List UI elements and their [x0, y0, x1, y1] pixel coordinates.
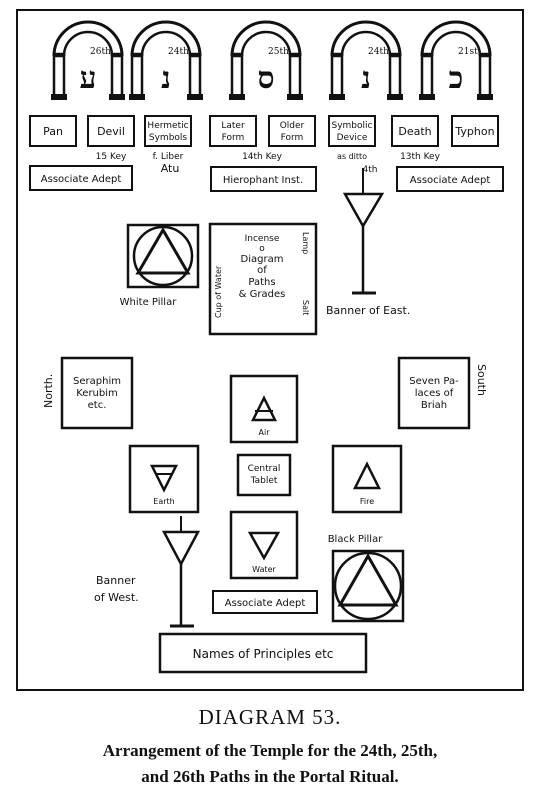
diagram-title: DIAGRAM 53.: [198, 705, 342, 729]
svg-text:Paths: Paths: [248, 277, 275, 288]
arch-5: 21st כ: [417, 20, 495, 102]
banner-of-west-label-1: Banner: [96, 574, 136, 587]
box-symbolic-device: Symbolic Device: [328, 115, 376, 147]
element-fire: Fire: [331, 444, 403, 514]
svg-text:& Grades: & Grades: [239, 289, 286, 300]
svg-text:Typhon: Typhon: [454, 125, 494, 138]
box-associate-adept-left: Associate Adept: [29, 165, 133, 191]
arch-2-number: 24th: [168, 47, 189, 57]
black-pillar: Black Pillar: [328, 534, 405, 623]
arch-2: 24th נ: [127, 20, 205, 102]
banner-of-west-label-2: of West.: [94, 591, 139, 604]
altar-diagram-box: Incense o Diagram of Paths & Grades Cup …: [208, 222, 318, 336]
svg-text:etc.: etc.: [88, 400, 107, 411]
svg-text:Names of Principles etc: Names of Principles etc: [193, 647, 334, 661]
altar-side-right-bottom: Salt: [301, 300, 310, 315]
svg-text:Incense: Incense: [245, 234, 280, 244]
white-pillar-label: White Pillar: [120, 297, 178, 308]
arch-1-hebrew-letter: ע: [80, 61, 97, 96]
svg-text:Devil: Devil: [97, 125, 125, 138]
svg-text:Symbols: Symbols: [149, 133, 188, 143]
svg-text:Hierophant Inst.: Hierophant Inst.: [223, 175, 303, 186]
element-water: Water: [229, 510, 299, 580]
svg-text:Symbolic: Symbolic: [332, 121, 373, 131]
svg-text:Central: Central: [248, 464, 281, 474]
temple-diagram: 26th ע 24th נ 25th ס 24th נ 21st כ Pan D…: [16, 9, 524, 691]
svg-text:Associate Adept: Associate Adept: [410, 175, 491, 186]
svg-text:Diagram: Diagram: [241, 254, 284, 265]
note-15th-key: 15 Key: [96, 152, 127, 162]
svg-text:o: o: [259, 244, 265, 254]
note-symbol: as ditto: [337, 152, 367, 161]
svg-text:Older: Older: [280, 121, 305, 131]
banner-of-east-label: Banner of East.: [326, 304, 410, 317]
note-4th: 4th: [363, 165, 378, 175]
note-atu: Atu: [161, 162, 180, 175]
arch-5-number: 21st: [458, 47, 478, 57]
black-pillar-label: Black Pillar: [328, 534, 384, 545]
element-earth: Earth: [128, 444, 200, 514]
box-devil: Devil: [87, 115, 135, 147]
svg-text:Briah: Briah: [421, 400, 447, 411]
box-pan: Pan: [29, 115, 77, 147]
svg-text:of: of: [257, 265, 267, 276]
diagram-caption-line-2: and 26th Paths in the Portal Ritual.: [141, 767, 399, 786]
box-hierophant: Hierophant Inst.: [210, 166, 317, 192]
north-label: North.: [42, 374, 55, 408]
outer-frame: [16, 9, 524, 691]
box-seven-palaces: Seven Pa- laces of Briah: [397, 356, 471, 430]
box-older-form: Older Form: [268, 115, 316, 147]
box-typhon: Typhon: [451, 115, 499, 147]
note-liber: f. Liber: [153, 152, 184, 162]
svg-text:Associate Adept: Associate Adept: [41, 174, 122, 185]
svg-text:Seraphim: Seraphim: [73, 376, 121, 387]
svg-text:Tablet: Tablet: [250, 476, 278, 486]
svg-text:Water: Water: [252, 565, 276, 574]
svg-text:Kerubim: Kerubim: [76, 388, 118, 399]
svg-text:Form: Form: [222, 133, 245, 143]
svg-text:laces of: laces of: [415, 388, 454, 399]
svg-text:Earth: Earth: [153, 497, 174, 506]
svg-text:Device: Device: [337, 133, 368, 143]
south-label: South: [475, 364, 488, 396]
white-pillar: White Pillar: [120, 223, 200, 308]
box-associate-adept-bottom: Associate Adept: [212, 590, 318, 614]
diagram-caption-line-1: Arrangement of the Temple for the 24th, …: [102, 741, 438, 760]
note-13th-key: 13th Key: [400, 152, 441, 162]
svg-text:Seven Pa-: Seven Pa-: [409, 376, 459, 387]
arch-1-number: 26th: [90, 47, 111, 57]
svg-text:Later: Later: [221, 121, 245, 131]
arch-4: 24th נ: [327, 20, 405, 102]
box-death: Death: [391, 115, 439, 147]
arch-3-hebrew-letter: ס: [257, 61, 274, 96]
diagram-caption: Arrangement of the Temple for the 24th, …: [0, 738, 540, 790]
arch-3-number: 25th: [268, 47, 289, 57]
altar-side-right-top: Lamp: [301, 232, 310, 254]
arch-4-number: 24th: [368, 47, 389, 57]
banner-of-east: Banner of East.: [326, 168, 410, 317]
box-names-of-principles: Names of Principles etc: [158, 632, 368, 674]
box-seraphim: Seraphim Kerubim etc.: [60, 356, 134, 430]
svg-text:Air: Air: [259, 428, 271, 437]
element-air: Air: [229, 374, 299, 444]
banner-of-west: Banner of West.: [94, 516, 201, 628]
svg-text:Associate Adept: Associate Adept: [225, 598, 306, 609]
arch-5-hebrew-letter: כ: [449, 61, 464, 96]
svg-text:Fire: Fire: [360, 497, 374, 506]
altar-side-left: Cup of Water: [214, 265, 223, 318]
central-tablet: Central Tablet: [236, 453, 292, 497]
svg-text:Pan: Pan: [43, 125, 63, 138]
arch-3: 25th ס: [227, 20, 305, 102]
arch-1: 26th ע: [49, 20, 127, 102]
box-later-form: Later Form: [209, 115, 257, 147]
box-hermetic-symbols: Hermetic Symbols: [144, 115, 192, 147]
note-14th-key: 14th Key: [242, 152, 283, 162]
svg-text:Hermetic: Hermetic: [147, 121, 188, 131]
box-associate-adept-right: Associate Adept: [396, 166, 504, 192]
svg-text:Form: Form: [281, 133, 304, 143]
svg-text:Death: Death: [398, 125, 431, 138]
arch-2-hebrew-letter: נ: [161, 61, 171, 96]
arch-4-hebrew-letter: נ: [361, 61, 371, 96]
